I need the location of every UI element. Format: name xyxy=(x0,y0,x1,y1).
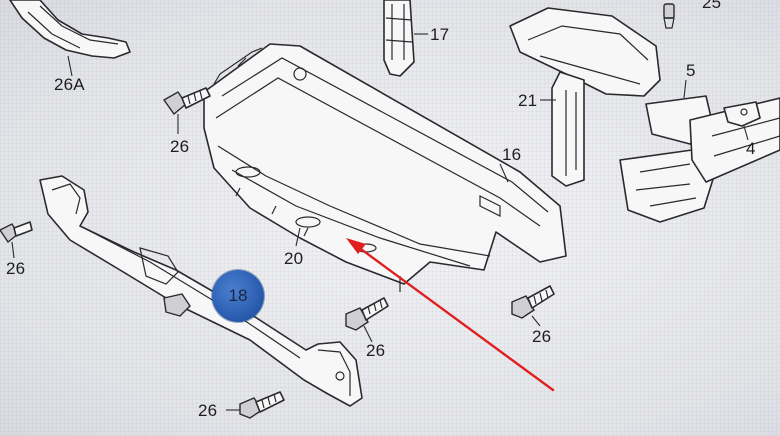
bolt-26-bottom xyxy=(239,391,285,419)
bolt-26-center xyxy=(345,297,389,331)
leader-20 xyxy=(295,227,301,247)
bracket-26a xyxy=(9,0,131,59)
bracket-4 xyxy=(723,101,761,127)
callout-26-topleft: 26 xyxy=(170,137,190,156)
callout-26-center: 26 xyxy=(366,341,386,360)
callout-21: 21 xyxy=(518,91,538,110)
leader-26-center xyxy=(363,325,373,343)
callout-26a: 26A xyxy=(54,75,85,94)
callout-5: 5 xyxy=(686,61,696,80)
leader-4 xyxy=(743,125,749,141)
callout-18-label: 18 xyxy=(228,286,248,305)
cross-member-20 xyxy=(203,43,567,292)
leader-16 xyxy=(499,163,509,183)
callout-18-highlight: 18 xyxy=(212,270,264,322)
lock-carrier-assembly xyxy=(509,7,780,223)
callout-16: 16 xyxy=(502,145,522,164)
leader-26-right xyxy=(531,315,541,327)
leader-26a xyxy=(67,55,73,77)
bolt-25 xyxy=(663,3,675,29)
callout-26-left: 26 xyxy=(6,259,26,278)
lower-bar-18 xyxy=(39,175,363,407)
callout-25: 25 xyxy=(702,0,722,12)
callout-26-bottom: 26 xyxy=(198,401,218,420)
callout-4: 4 xyxy=(746,139,756,158)
red-arrow-annotation xyxy=(346,238,555,392)
callout-17: 17 xyxy=(430,25,450,44)
bolt-26-right xyxy=(511,285,555,319)
bolt-26-left xyxy=(0,221,33,244)
bolt-26-topleft xyxy=(162,87,211,116)
bracket-17 xyxy=(383,0,415,77)
leader-26-left xyxy=(11,241,15,259)
leader-5 xyxy=(683,79,687,99)
callout-20: 20 xyxy=(284,249,304,268)
callout-26-right: 26 xyxy=(532,327,552,346)
